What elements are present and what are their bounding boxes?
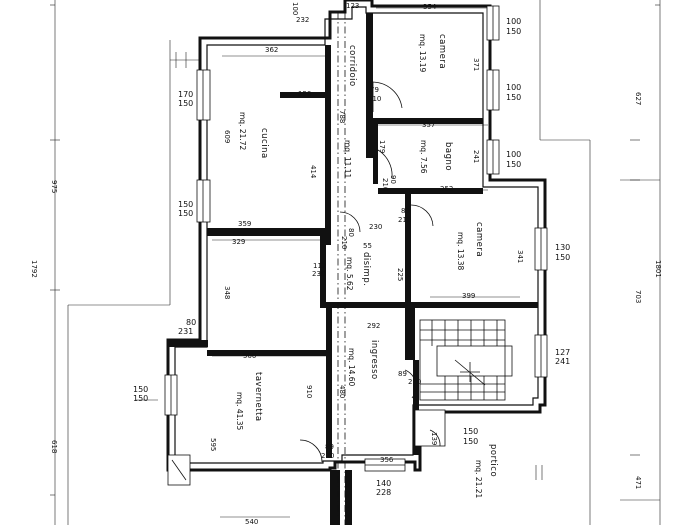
room-portico-name: portico (488, 444, 498, 477)
dim-label: 100 (506, 83, 521, 92)
room-camera-top-name: camera (437, 34, 447, 69)
dim-label: 371 (472, 58, 480, 71)
dim-label: 150 (178, 99, 193, 108)
dim-label: 100 (291, 2, 299, 15)
walls (166, 0, 547, 525)
dim-label: 618 (50, 440, 58, 453)
room-camera-mid-area: mq. 13.38 (456, 232, 465, 271)
dim-label: 210 (340, 236, 348, 249)
dim-label: 788 (338, 110, 346, 123)
dim-label: 210 (321, 452, 334, 460)
dim-label: 179 (378, 140, 386, 153)
dim-label: 100 (506, 150, 521, 159)
room-disimp-area: mq. 5.62 (345, 257, 354, 291)
dim-label: 100 (506, 17, 521, 26)
dim-label: 210 (381, 178, 389, 191)
dim-label: 627 (634, 92, 642, 105)
dim-label: 90 (389, 175, 397, 184)
dim-label: 540 (245, 518, 258, 525)
dim-label: 471 (634, 476, 642, 489)
dim-label: 150 (463, 437, 478, 446)
dim-label: 357 (422, 121, 435, 129)
room-tavernetta-name: tavernetta (253, 372, 263, 422)
dim-label: 112 (313, 262, 326, 270)
dim-label: 79 (370, 86, 379, 94)
dim-label: 170 (178, 90, 193, 99)
room-cucina-area: mq. 21.72 (238, 112, 247, 151)
dim-label: 414 (309, 165, 317, 179)
dim-label: 500 (243, 352, 256, 360)
room-corridoio-area: mq. 11.11 (343, 140, 352, 179)
room-camera-top-area: mq. 13.19 (418, 34, 427, 73)
dim-label: 230 (369, 223, 382, 231)
dim-label: 225 (396, 268, 404, 281)
dim-label: 1792 (30, 260, 38, 278)
dimension-labels: 100 232 123 354 100 150 362 170 150 150 … (30, 2, 662, 525)
dim-label: 228 (376, 488, 391, 497)
room-corridoio-name: corridoio (347, 45, 357, 87)
room-bagno-name: bagno (443, 142, 453, 171)
dim-label: 210 (408, 378, 421, 386)
dim-label: 241 (472, 150, 480, 163)
dim-label: 150 (463, 427, 478, 436)
room-tavernetta-area: mq. 41.35 (235, 392, 244, 431)
dim-label: 150 (506, 93, 521, 102)
dim-label: 703 (634, 290, 642, 303)
room-disimp-name: disimp. (361, 252, 371, 286)
dim-label: 975 (50, 180, 58, 193)
dim-label: 329 (232, 238, 245, 246)
room-ingresso-name: ingresso (369, 340, 379, 380)
room-bagno-area: mq. 7.56 (419, 140, 428, 174)
dim-label: 89 (398, 370, 407, 378)
room-camera-mid-name: camera (474, 222, 484, 257)
room-cucina-name: cucina (259, 128, 269, 159)
dim-label: 292 (367, 322, 380, 330)
room-ingresso-area: mq. 14.60 (347, 348, 356, 387)
dim-label: 232 (296, 16, 309, 24)
doors (299, 81, 441, 463)
dim-label: 231 (178, 327, 193, 336)
dim-label: 150 (133, 385, 148, 394)
windows (164, 5, 548, 486)
dim-label: 139 (430, 432, 438, 445)
dim-label: 150 (506, 160, 521, 169)
room-labels: cucina mq. 21.72 camera mq. 13.19 corrid… (235, 34, 498, 499)
dim-label: 89 (325, 443, 334, 451)
dim-label: 150 (178, 209, 193, 218)
dim-label: 150 (555, 253, 570, 262)
dim-label: 80 (401, 207, 410, 215)
dim-label: 595 (209, 438, 217, 451)
dim-label: 80 (186, 318, 196, 327)
dim-label: 241 (555, 357, 570, 366)
dim-label: 354 (423, 3, 437, 11)
dim-label: 356 (380, 456, 394, 464)
dim-label: 230 (312, 270, 325, 278)
dim-label: 252 (440, 185, 453, 193)
dim-label: 341 (516, 250, 524, 263)
dim-label: 130 (555, 243, 570, 252)
room-portico-area: mq. 21.21 (474, 460, 483, 499)
dim-label: 55 (363, 242, 372, 250)
dim-label: 150 (133, 394, 148, 403)
dim-label: 127 (555, 348, 570, 357)
dim-label: 123 (346, 2, 359, 10)
dim-label: 480 (338, 385, 346, 398)
dimension-ticks (50, 52, 640, 480)
dim-label: 150 (298, 90, 311, 98)
dim-label: 348 (223, 286, 231, 299)
dim-label: 150 (178, 200, 193, 209)
dim-label: 362 (265, 46, 278, 54)
dim-label: 609 (223, 130, 231, 143)
dim-label: 140 (376, 479, 391, 488)
dim-label: 399 (462, 292, 475, 300)
dim-label: 210 (368, 95, 381, 103)
dim-label: 80 (347, 228, 355, 237)
dim-label: 1801 (654, 260, 662, 278)
dim-label: 150 (506, 27, 521, 36)
dim-label: 910 (305, 385, 313, 398)
dim-label: 210 (398, 216, 411, 224)
dim-label: 359 (238, 220, 251, 228)
staircase (419, 319, 513, 401)
